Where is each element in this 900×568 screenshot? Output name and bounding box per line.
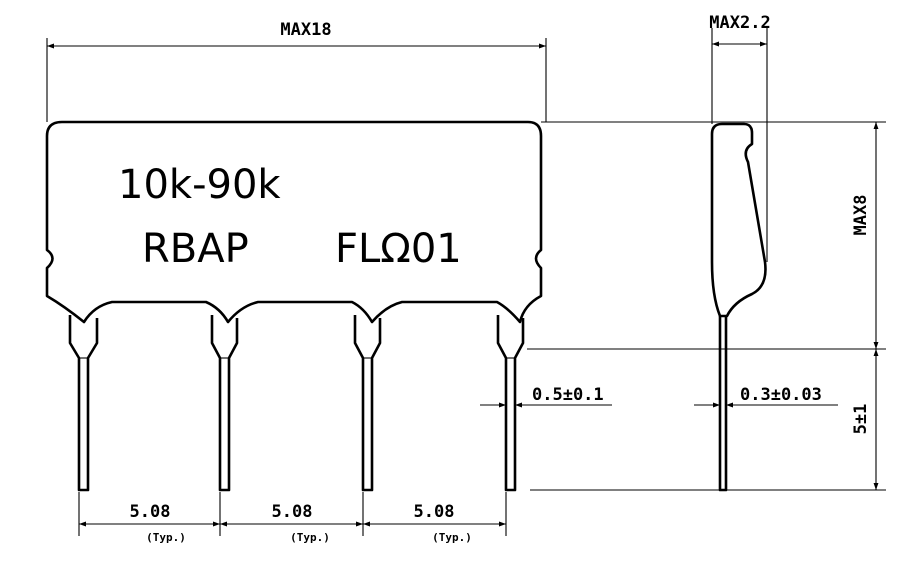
dim-vertical: MAX8 5±1 bbox=[527, 121, 886, 491]
pitch-3-value: 5.08 bbox=[414, 502, 455, 522]
front-view: 10k-90k RBAP FLΩ01 bbox=[45, 120, 543, 492]
lead-4 bbox=[496, 315, 525, 492]
dim-pitch: 5.08 (Typ.) 5.08 (Typ.) 5.08 (Typ.) bbox=[78, 492, 507, 544]
lead-3 bbox=[353, 315, 382, 492]
dim-thickness: MAX2.2 bbox=[709, 13, 771, 262]
overall-width-label: MAX18 bbox=[280, 20, 331, 40]
pitch-2-note: (Typ.) bbox=[290, 531, 330, 544]
dim-lead-width: 0.5±0.1 bbox=[480, 385, 612, 408]
marking-resistance-range: 10k-90k bbox=[118, 162, 281, 208]
component-body bbox=[45, 120, 543, 324]
side-body bbox=[710, 122, 767, 318]
marking-part-series: RBAP bbox=[142, 226, 249, 272]
dim-lead-thickness: 0.3±0.03 bbox=[694, 385, 838, 408]
side-view bbox=[710, 122, 767, 492]
lead-length-label: 5±1 bbox=[851, 404, 871, 435]
side-lead bbox=[718, 316, 728, 492]
lead-thickness-label: 0.3±0.03 bbox=[740, 385, 822, 405]
body-height-label: MAX8 bbox=[851, 195, 871, 236]
pitch-1-value: 5.08 bbox=[130, 502, 171, 522]
pitch-3-note: (Typ.) bbox=[432, 531, 472, 544]
pitch-2-value: 5.08 bbox=[272, 502, 313, 522]
pitch-1-note: (Typ.) bbox=[146, 531, 186, 544]
marking-lot-code: FLΩ01 bbox=[335, 226, 462, 272]
lead-width-label: 0.5±0.1 bbox=[532, 385, 604, 405]
lead-2 bbox=[210, 315, 239, 492]
lead-1 bbox=[68, 315, 99, 492]
thickness-label: MAX2.2 bbox=[709, 13, 770, 33]
dim-overall-width: MAX18 bbox=[46, 20, 547, 122]
